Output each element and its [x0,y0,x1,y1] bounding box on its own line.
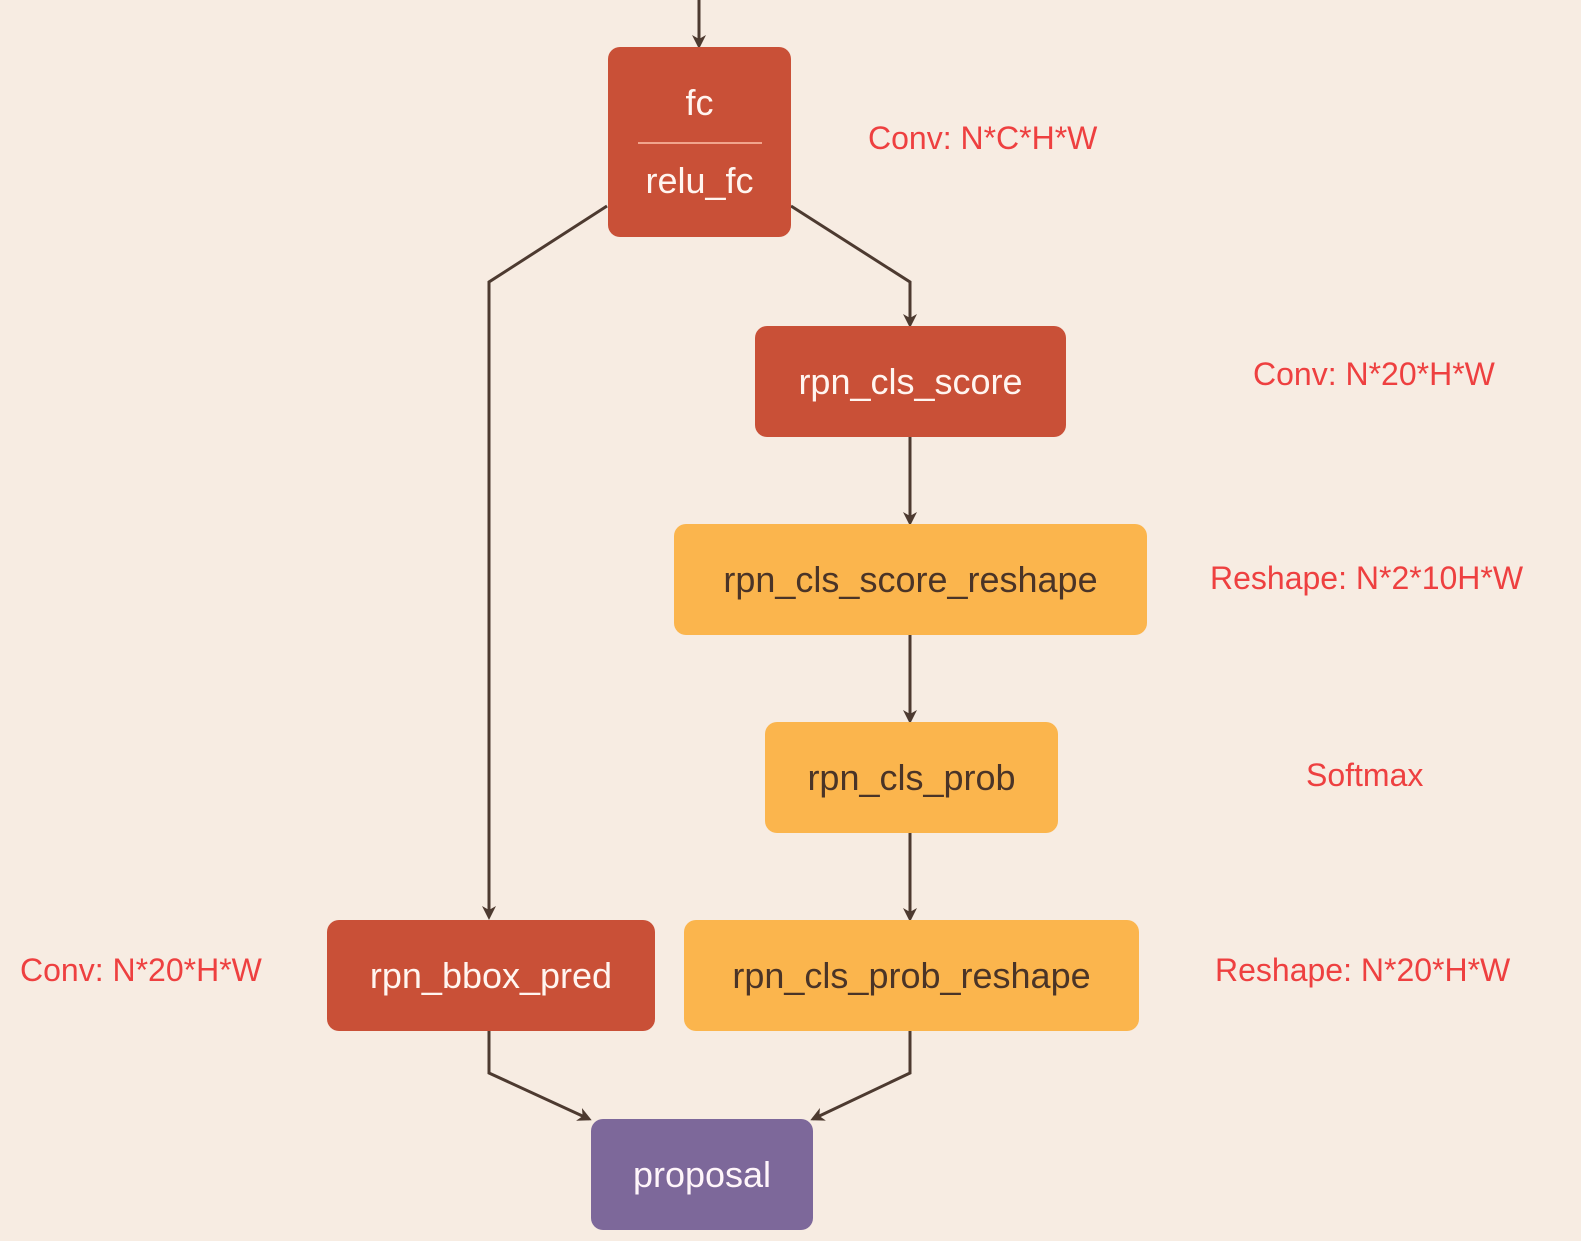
edge-fc-rpn-cls-score [790,204,917,328]
node-fc-sublabel: relu_fc [645,160,754,201]
node-rpn-cls-prob-reshape-label: rpn_cls_prob_reshape [732,954,1091,996]
node-rpn-cls-score-reshape[interactable]: rpn_cls_score_reshape [674,524,1147,635]
annotation-rpn-cls-score-reshape: Reshape: N*2*10H*W [1210,560,1524,596]
edge-fc-rpn-bbox-pred [482,204,608,920]
node-rpn-cls-score-reshape-label: rpn_cls_score_reshape [723,558,1098,600]
node-fc-divider [637,142,762,144]
annotation-rpn-cls-score: Conv: N*20*H*W [1253,356,1495,392]
node-rpn-bbox-pred[interactable]: rpn_bbox_pred [327,920,655,1031]
node-rpn-cls-prob-reshape[interactable]: rpn_cls_prob_reshape [684,920,1139,1031]
node-rpn-cls-score[interactable]: rpn_cls_score [755,326,1066,437]
node-fc-label: fc [685,82,714,123]
annotation-rpn-bbox-pred: Conv: N*20*H*W [20,952,262,988]
node-proposal[interactable]: proposal [591,1119,813,1230]
annotation-rpn-cls-prob-reshape: Reshape: N*20*H*W [1215,952,1511,988]
annotation-rpn-cls-prob: Softmax [1306,757,1424,793]
node-rpn-cls-score-label: rpn_cls_score [798,360,1023,402]
node-rpn-cls-prob[interactable]: rpn_cls_prob [765,722,1058,833]
node-rpn-cls-prob-label: rpn_cls_prob [807,756,1016,798]
edge-prob-reshape-to-proposal [810,1031,912,1121]
edge-bbox-pred-to-proposal [487,1031,592,1121]
annotation-fc: Conv: N*C*H*W [868,120,1098,156]
node-fc[interactable]: fc relu_fc [608,47,791,237]
node-proposal-label: proposal [632,1153,772,1195]
node-rpn-bbox-pred-label: rpn_bbox_pred [369,954,613,996]
